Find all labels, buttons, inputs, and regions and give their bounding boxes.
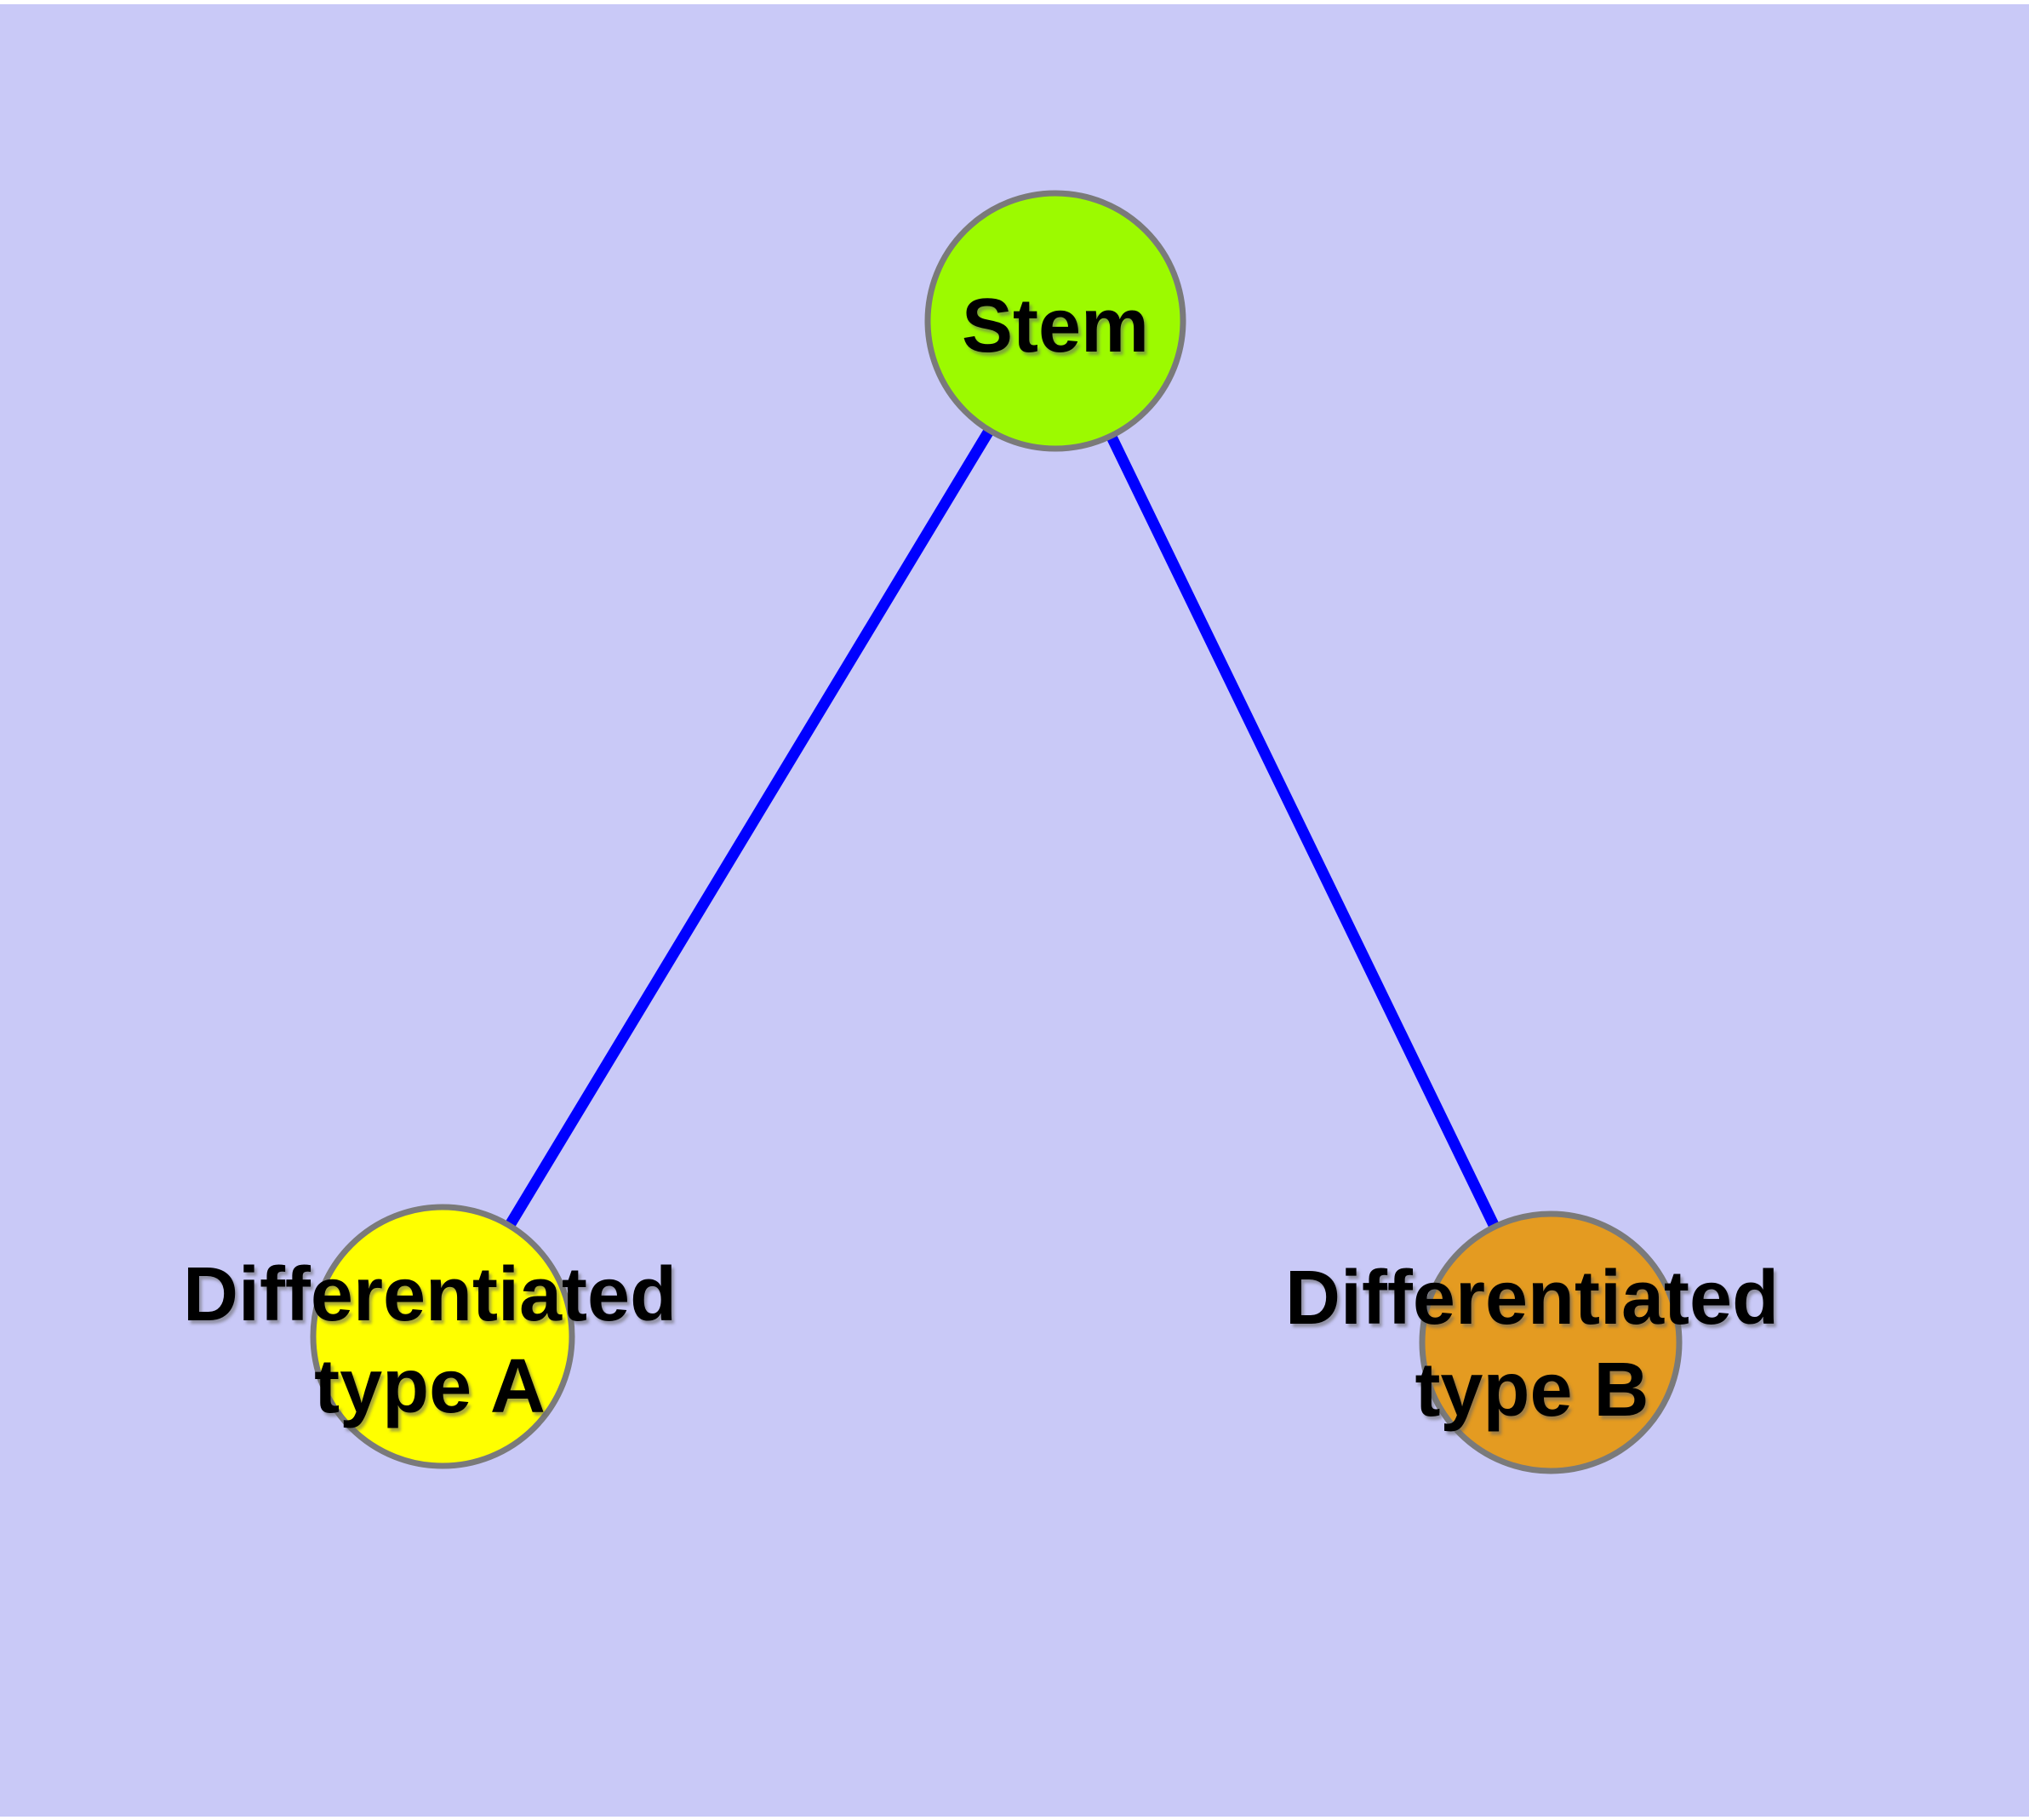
node-label-stem: Stem — [961, 283, 1150, 369]
node-type-b[interactable] — [1419, 1210, 1683, 1474]
node-stem[interactable] — [924, 190, 1186, 452]
edge-stem-type-a[interactable] — [437, 318, 1060, 1340]
graph-svg — [310, 190, 1683, 1474]
edge-stem-type-b[interactable] — [1050, 318, 1556, 1345]
node-type-a[interactable] — [310, 1204, 575, 1469]
